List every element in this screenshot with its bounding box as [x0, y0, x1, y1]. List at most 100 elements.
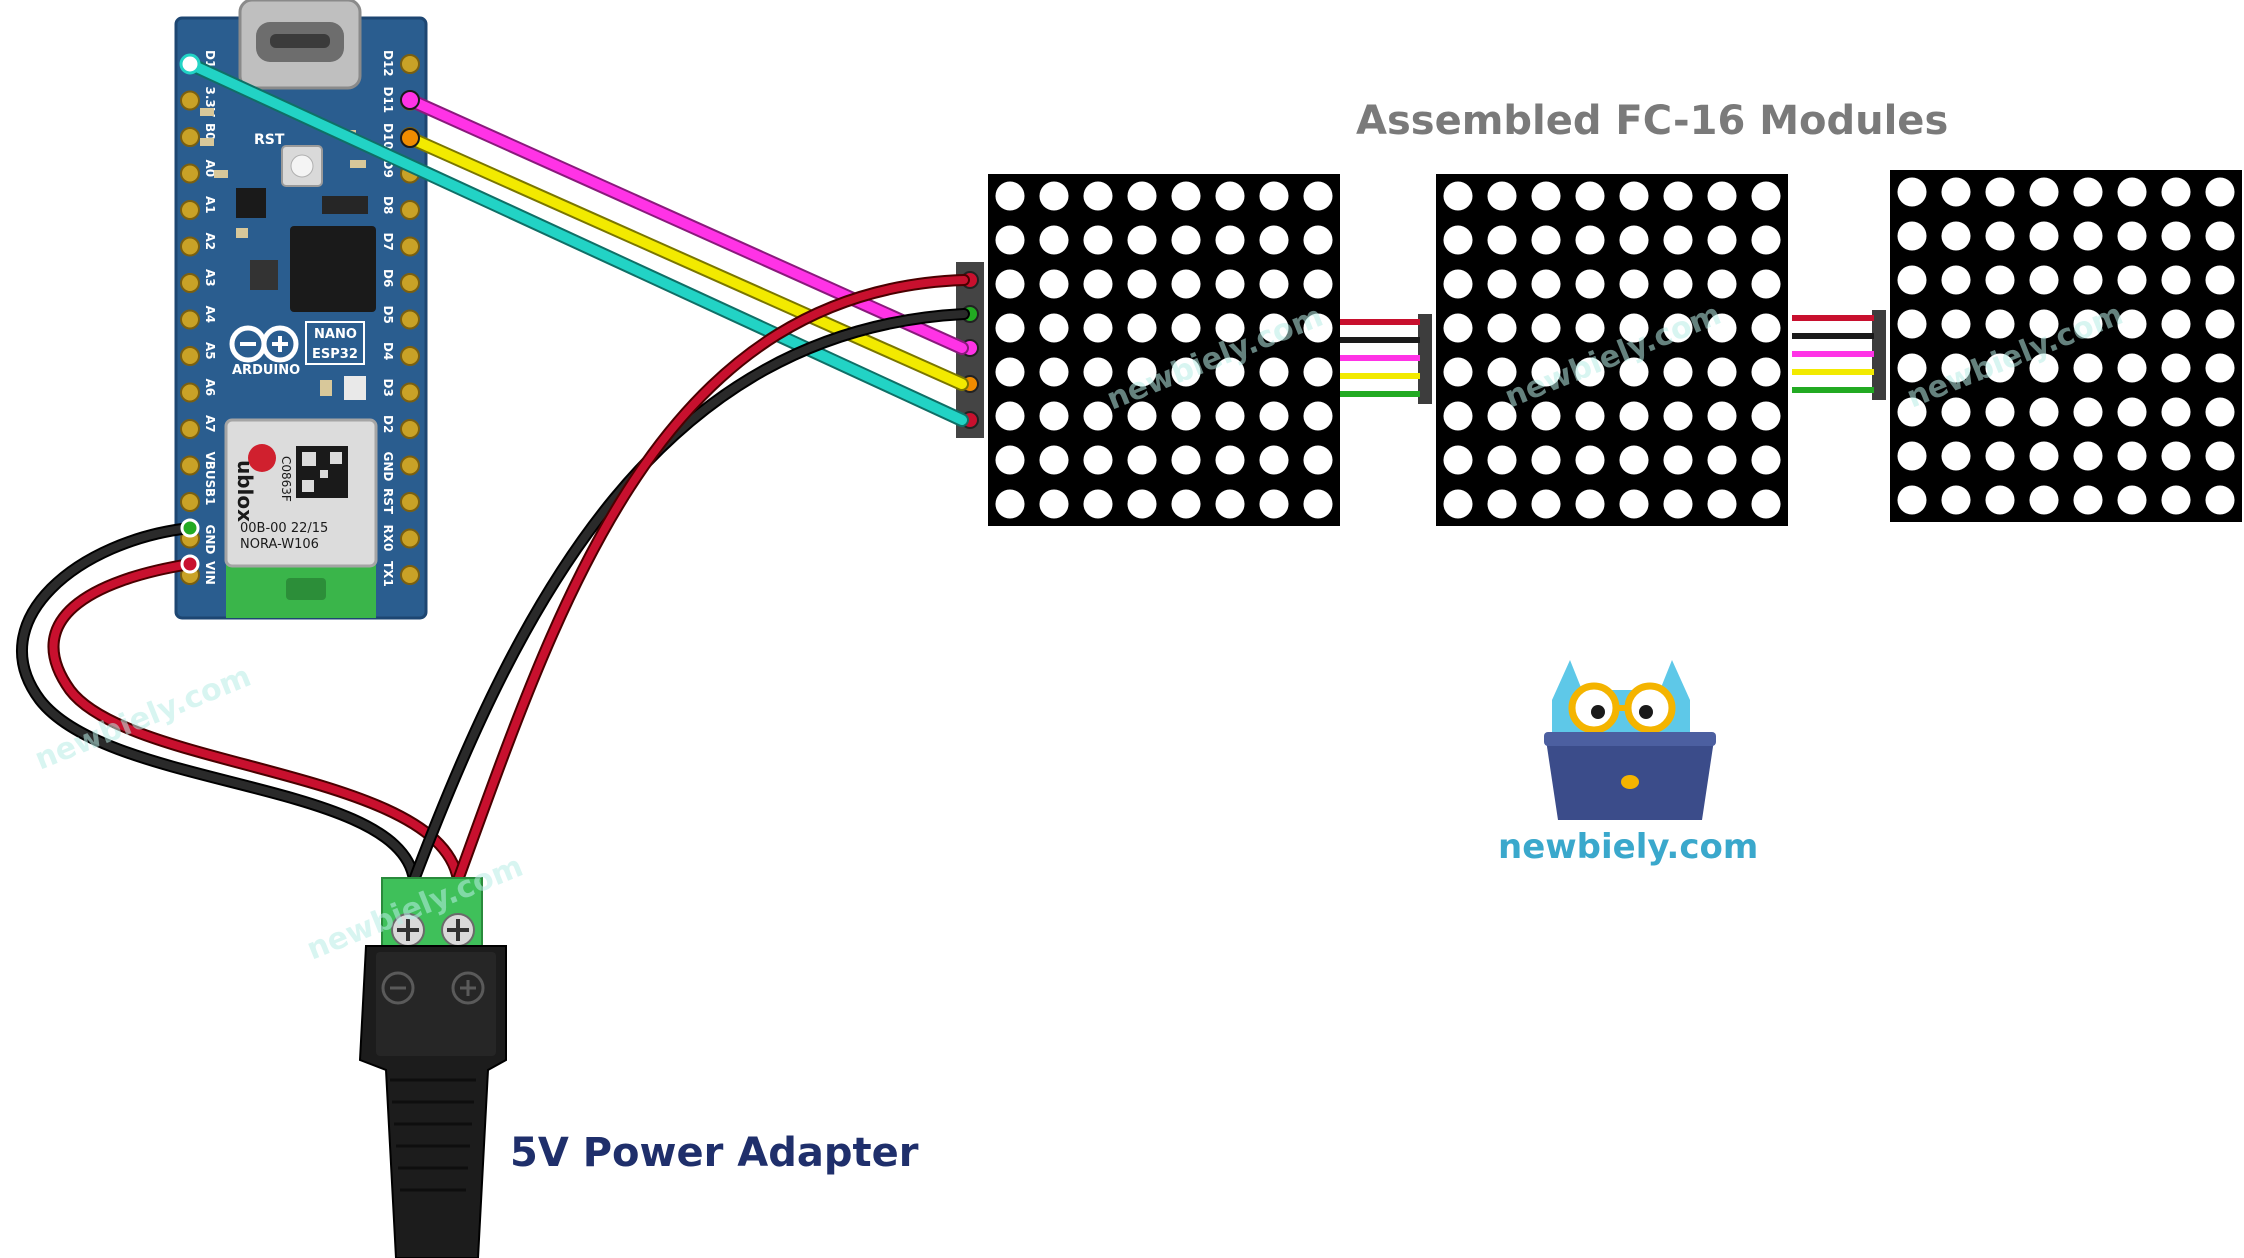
led-dot — [1083, 313, 1113, 343]
led-dot — [1127, 225, 1157, 255]
mcu-chip — [290, 226, 376, 312]
right-pin-label: D5 — [381, 306, 395, 324]
led-dot — [1531, 225, 1561, 255]
led-dot — [2205, 353, 2235, 383]
led-dot — [2073, 397, 2103, 427]
led-dot — [1751, 489, 1781, 519]
led-dot — [2073, 177, 2103, 207]
right-pin — [400, 346, 420, 366]
led-dot — [1985, 221, 2015, 251]
right-pin-label: D4 — [381, 342, 395, 360]
led-dot — [1083, 269, 1113, 299]
led-dot — [2205, 397, 2235, 427]
led-dot — [1487, 269, 1517, 299]
led-dot — [1707, 489, 1737, 519]
module-line-4: NORA-W106 — [240, 537, 319, 552]
led-dot — [1985, 397, 2015, 427]
arduino-logo-text: ARDUINO — [232, 363, 300, 378]
led-dot — [1619, 445, 1649, 475]
led-dot — [1619, 357, 1649, 387]
led-dot — [1171, 489, 1201, 519]
led-matrix-module-1 — [988, 174, 1340, 526]
led-dot — [1039, 357, 1069, 387]
led-dot — [1985, 441, 2015, 471]
led-dot — [2073, 221, 2103, 251]
led-dot — [1039, 401, 1069, 431]
led-dot — [2117, 177, 2147, 207]
led-dot — [1531, 181, 1561, 211]
right-pin — [400, 236, 420, 257]
led-dot — [995, 489, 1025, 519]
led-dot — [2029, 441, 2059, 471]
led-dot — [995, 445, 1025, 475]
led-dot — [1443, 445, 1473, 475]
ublox-label: ublox — [233, 460, 257, 522]
led-dot — [1985, 309, 2015, 339]
led-dot — [1083, 401, 1113, 431]
led-dot — [2029, 485, 2059, 515]
led-dot — [1039, 313, 1069, 343]
led-dot — [1303, 357, 1333, 387]
led-dot — [1215, 401, 1245, 431]
led-dot — [2161, 177, 2191, 207]
right-pin — [400, 492, 420, 512]
led-dot — [1751, 445, 1781, 475]
led-dot — [2073, 441, 2103, 471]
led-dot — [1619, 489, 1649, 519]
fc16-modules — [988, 170, 2242, 526]
led-dot — [1531, 401, 1561, 431]
led-dot — [1215, 313, 1245, 343]
led-dot — [2117, 441, 2147, 471]
led-dot — [1303, 269, 1333, 299]
led-dot — [1619, 181, 1649, 211]
led-dot — [1171, 445, 1201, 475]
right-pin-label: D6 — [381, 269, 395, 287]
led-dot — [1897, 221, 1927, 251]
led-dot — [1443, 225, 1473, 255]
led-dot — [1039, 489, 1069, 519]
led-dot — [1039, 225, 1069, 255]
led-dot — [1663, 489, 1693, 519]
module-code: C0863F — [279, 456, 293, 502]
led-dot — [1751, 357, 1781, 387]
power-adapter-label: 5V Power Adapter — [510, 1130, 919, 1176]
led-dot — [1259, 313, 1289, 343]
right-pin — [400, 419, 420, 439]
led-dot — [1259, 401, 1289, 431]
right-pin-label: RST — [381, 488, 395, 515]
wire-black-module-gnd — [408, 308, 970, 886]
led-dot — [1531, 489, 1561, 519]
right-pin-label: GND — [381, 452, 395, 482]
led-dot — [2117, 221, 2147, 251]
right-pin-label: D2 — [381, 415, 395, 433]
left-pin — [180, 455, 200, 476]
led-dot — [1619, 401, 1649, 431]
led-dot — [1941, 485, 1971, 515]
laptop-icon — [1544, 732, 1716, 820]
led-dot — [1897, 177, 1927, 207]
left-pin — [180, 419, 200, 439]
led-dot — [1619, 269, 1649, 299]
modules-title: Assembled FC-16 Modules — [1356, 98, 1948, 144]
led-dot — [1941, 221, 1971, 251]
led-dot — [1663, 401, 1693, 431]
right-pin — [400, 565, 420, 585]
led-dot — [2029, 309, 2059, 339]
right-pin-label: D11 — [381, 87, 395, 114]
led-dot — [1531, 269, 1561, 299]
led-dot — [1985, 485, 2015, 515]
led-dot — [1039, 181, 1069, 211]
led-dot — [1083, 489, 1113, 519]
led-dot — [1303, 225, 1333, 255]
left-pin — [180, 236, 200, 257]
led-dot — [2117, 397, 2147, 427]
led-dot — [2161, 265, 2191, 295]
plus-screw-icon — [441, 913, 475, 947]
led-dot — [1215, 357, 1245, 387]
led-dot — [1303, 445, 1333, 475]
led-dot — [1941, 265, 1971, 295]
led-dot — [1575, 181, 1605, 211]
led-dot — [2205, 221, 2235, 251]
left-pin-label: A3 — [203, 269, 217, 287]
